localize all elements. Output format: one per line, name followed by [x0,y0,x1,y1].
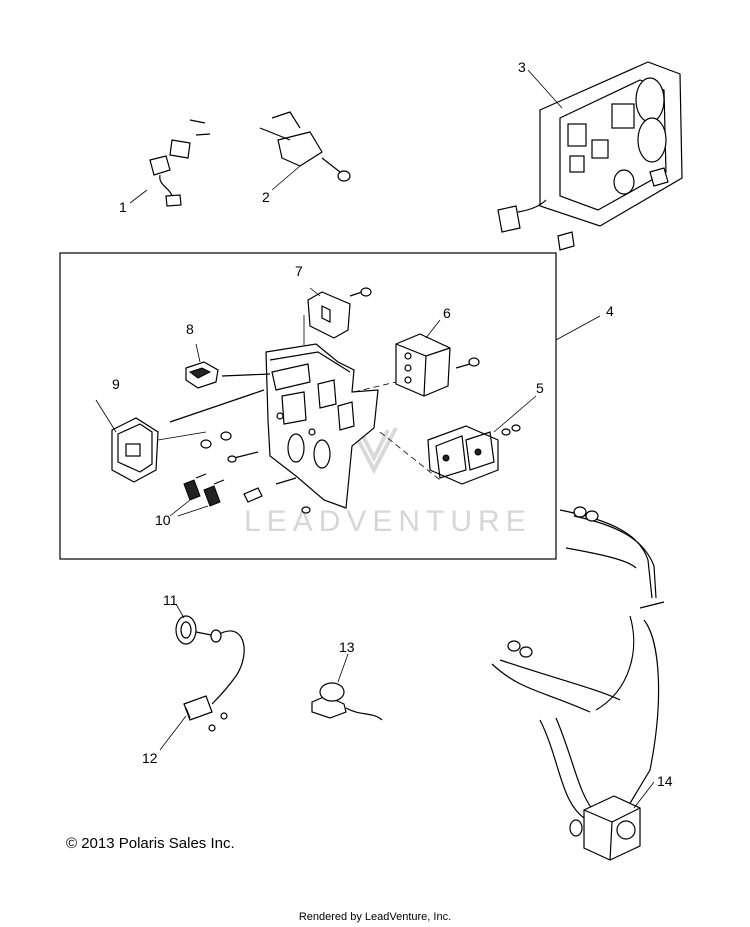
part-3-control-module [497,61,683,251]
part-5-outlet [427,395,537,485]
part-11-plug [175,603,245,705]
part-7-bracket [303,287,372,345]
part-4-panel-plate [169,315,601,509]
part-6-relay [395,319,480,397]
part-10-binding-posts [169,473,225,517]
callout-10: 10 [155,512,171,528]
callout-2: 2 [262,189,270,205]
part-2-sensor [259,111,351,191]
callout-14: 14 [657,773,673,789]
copyright-notice: © 2013 Polaris Sales Inc. [66,835,235,852]
callout-8: 8 [186,321,194,337]
rendered-by-footer: Rendered by LeadVenture, Inc. [298,911,452,923]
callout-7: 7 [295,263,303,279]
watermark-text: LEADVENTURE [244,505,532,538]
part-14-harness [491,506,665,861]
assembly-frame [59,252,557,560]
callout-4: 4 [606,303,614,319]
part-13-thermo-switch [311,653,383,721]
part-8-rocker-switch [185,343,219,389]
part-12-connector [159,695,228,751]
part-1-switch [129,119,211,207]
part-9-receptacle [95,399,207,483]
callout-12: 12 [142,750,158,766]
callout-11: 11 [163,592,178,608]
callout-5: 5 [536,380,544,396]
callout-13: 13 [339,639,355,655]
callout-9: 9 [112,376,120,392]
callout-3: 3 [518,59,526,75]
callout-1: 1 [119,199,127,215]
callout-6: 6 [443,305,451,321]
leadventure-watermark: LEADVENTURE [244,427,532,538]
panel-hardware [200,431,311,514]
